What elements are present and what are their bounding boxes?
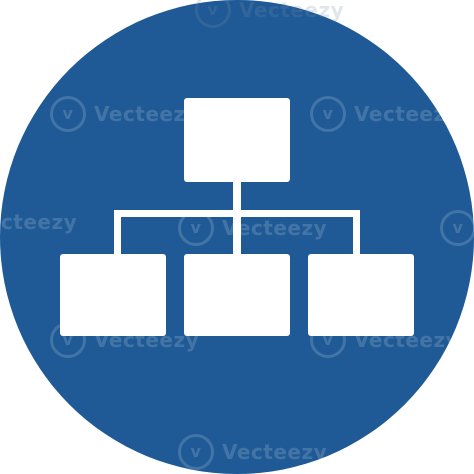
child-node-box-left: [60, 254, 166, 336]
connector-drop-left: [114, 210, 121, 254]
top-node-box: [184, 98, 290, 182]
child-node-box-right: [308, 254, 414, 336]
connector-drop-right: [353, 210, 360, 254]
connector-vertical-top: [233, 182, 241, 214]
connector-drop-center: [233, 210, 241, 254]
child-node-box-center: [184, 254, 290, 336]
